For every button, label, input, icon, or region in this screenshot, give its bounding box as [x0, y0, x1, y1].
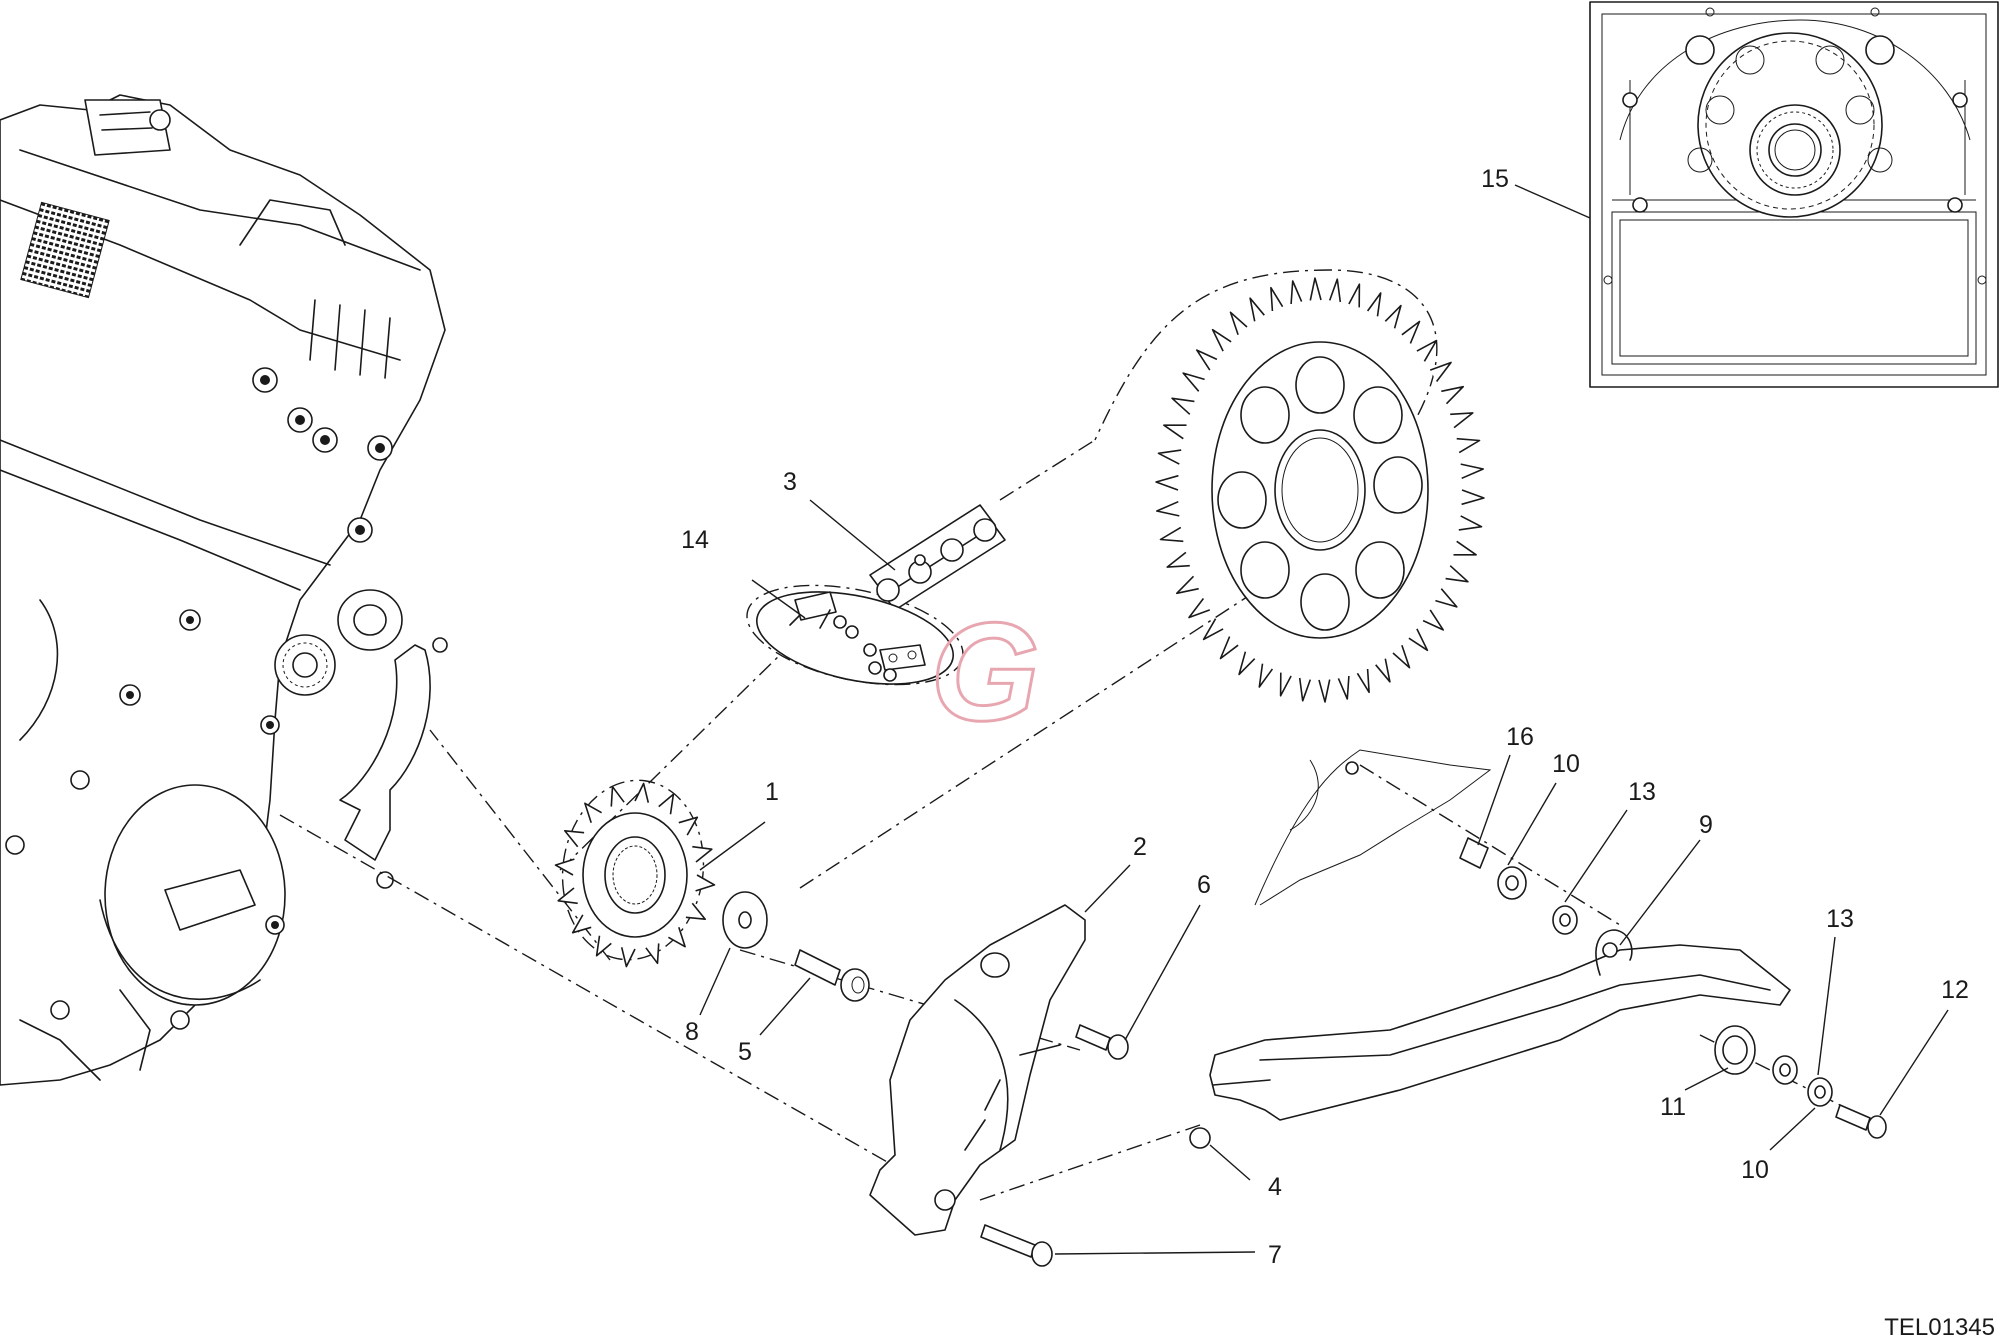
rear-sprocket — [1155, 277, 1485, 703]
chain-joint-kit — [755, 591, 955, 685]
swingarm-outline — [1254, 749, 1492, 906]
spacer-4 — [1189, 1127, 1211, 1149]
front-sprocket — [554, 782, 716, 968]
callout-9: 9 — [1699, 811, 1713, 839]
screw-6 — [1075, 1024, 1129, 1060]
callout-8: 8 — [685, 1018, 699, 1046]
sprocket-cover — [869, 904, 1086, 1236]
callout-5: 5 — [738, 1038, 752, 1066]
screw-7 — [980, 1224, 1053, 1267]
callout-4: 4 — [1268, 1173, 1282, 1201]
assembly-lines — [279, 269, 1851, 1201]
callout-10b: 10 — [1741, 1156, 1769, 1184]
sprocket-cover-gasket — [339, 644, 431, 861]
chain-guard — [1209, 929, 1791, 1121]
callout-15: 15 — [1481, 165, 1509, 193]
callout-13a: 13 — [1628, 778, 1656, 806]
watermark-logo: G — [931, 593, 1040, 750]
callout-6: 6 — [1197, 871, 1211, 899]
drawing-code: TEL01345 — [1884, 1314, 1995, 1341]
callout-14: 14 — [681, 526, 709, 554]
chain-links — [869, 504, 1006, 611]
callout-2: 2 — [1133, 833, 1147, 861]
callout-16: 16 — [1506, 723, 1534, 751]
callout-11: 11 — [1660, 1093, 1686, 1121]
callout-3: 3 — [783, 468, 797, 496]
screw-5 — [794, 949, 870, 1002]
callout-12: 12 — [1941, 976, 1969, 1004]
callout-13b: 13 — [1826, 905, 1854, 933]
leader-lines — [699, 184, 1949, 1255]
callout-10a: 10 — [1552, 750, 1580, 778]
engine-assembly — [0, 94, 446, 1086]
callout-7: 7 — [1268, 1241, 1282, 1269]
hardware-right — [1459, 837, 1887, 1139]
callout-labels: 1 2 3 4 5 6 7 8 9 10 10 11 12 13 13 14 1… — [681, 165, 1969, 1269]
callout-1: 1 — [765, 778, 779, 806]
sprocket-teeth — [1155, 277, 1485, 703]
sprocket-teeth — [554, 782, 716, 968]
output-shaft-gear — [274, 589, 403, 696]
inset-detail-frame — [1589, 1, 1999, 388]
